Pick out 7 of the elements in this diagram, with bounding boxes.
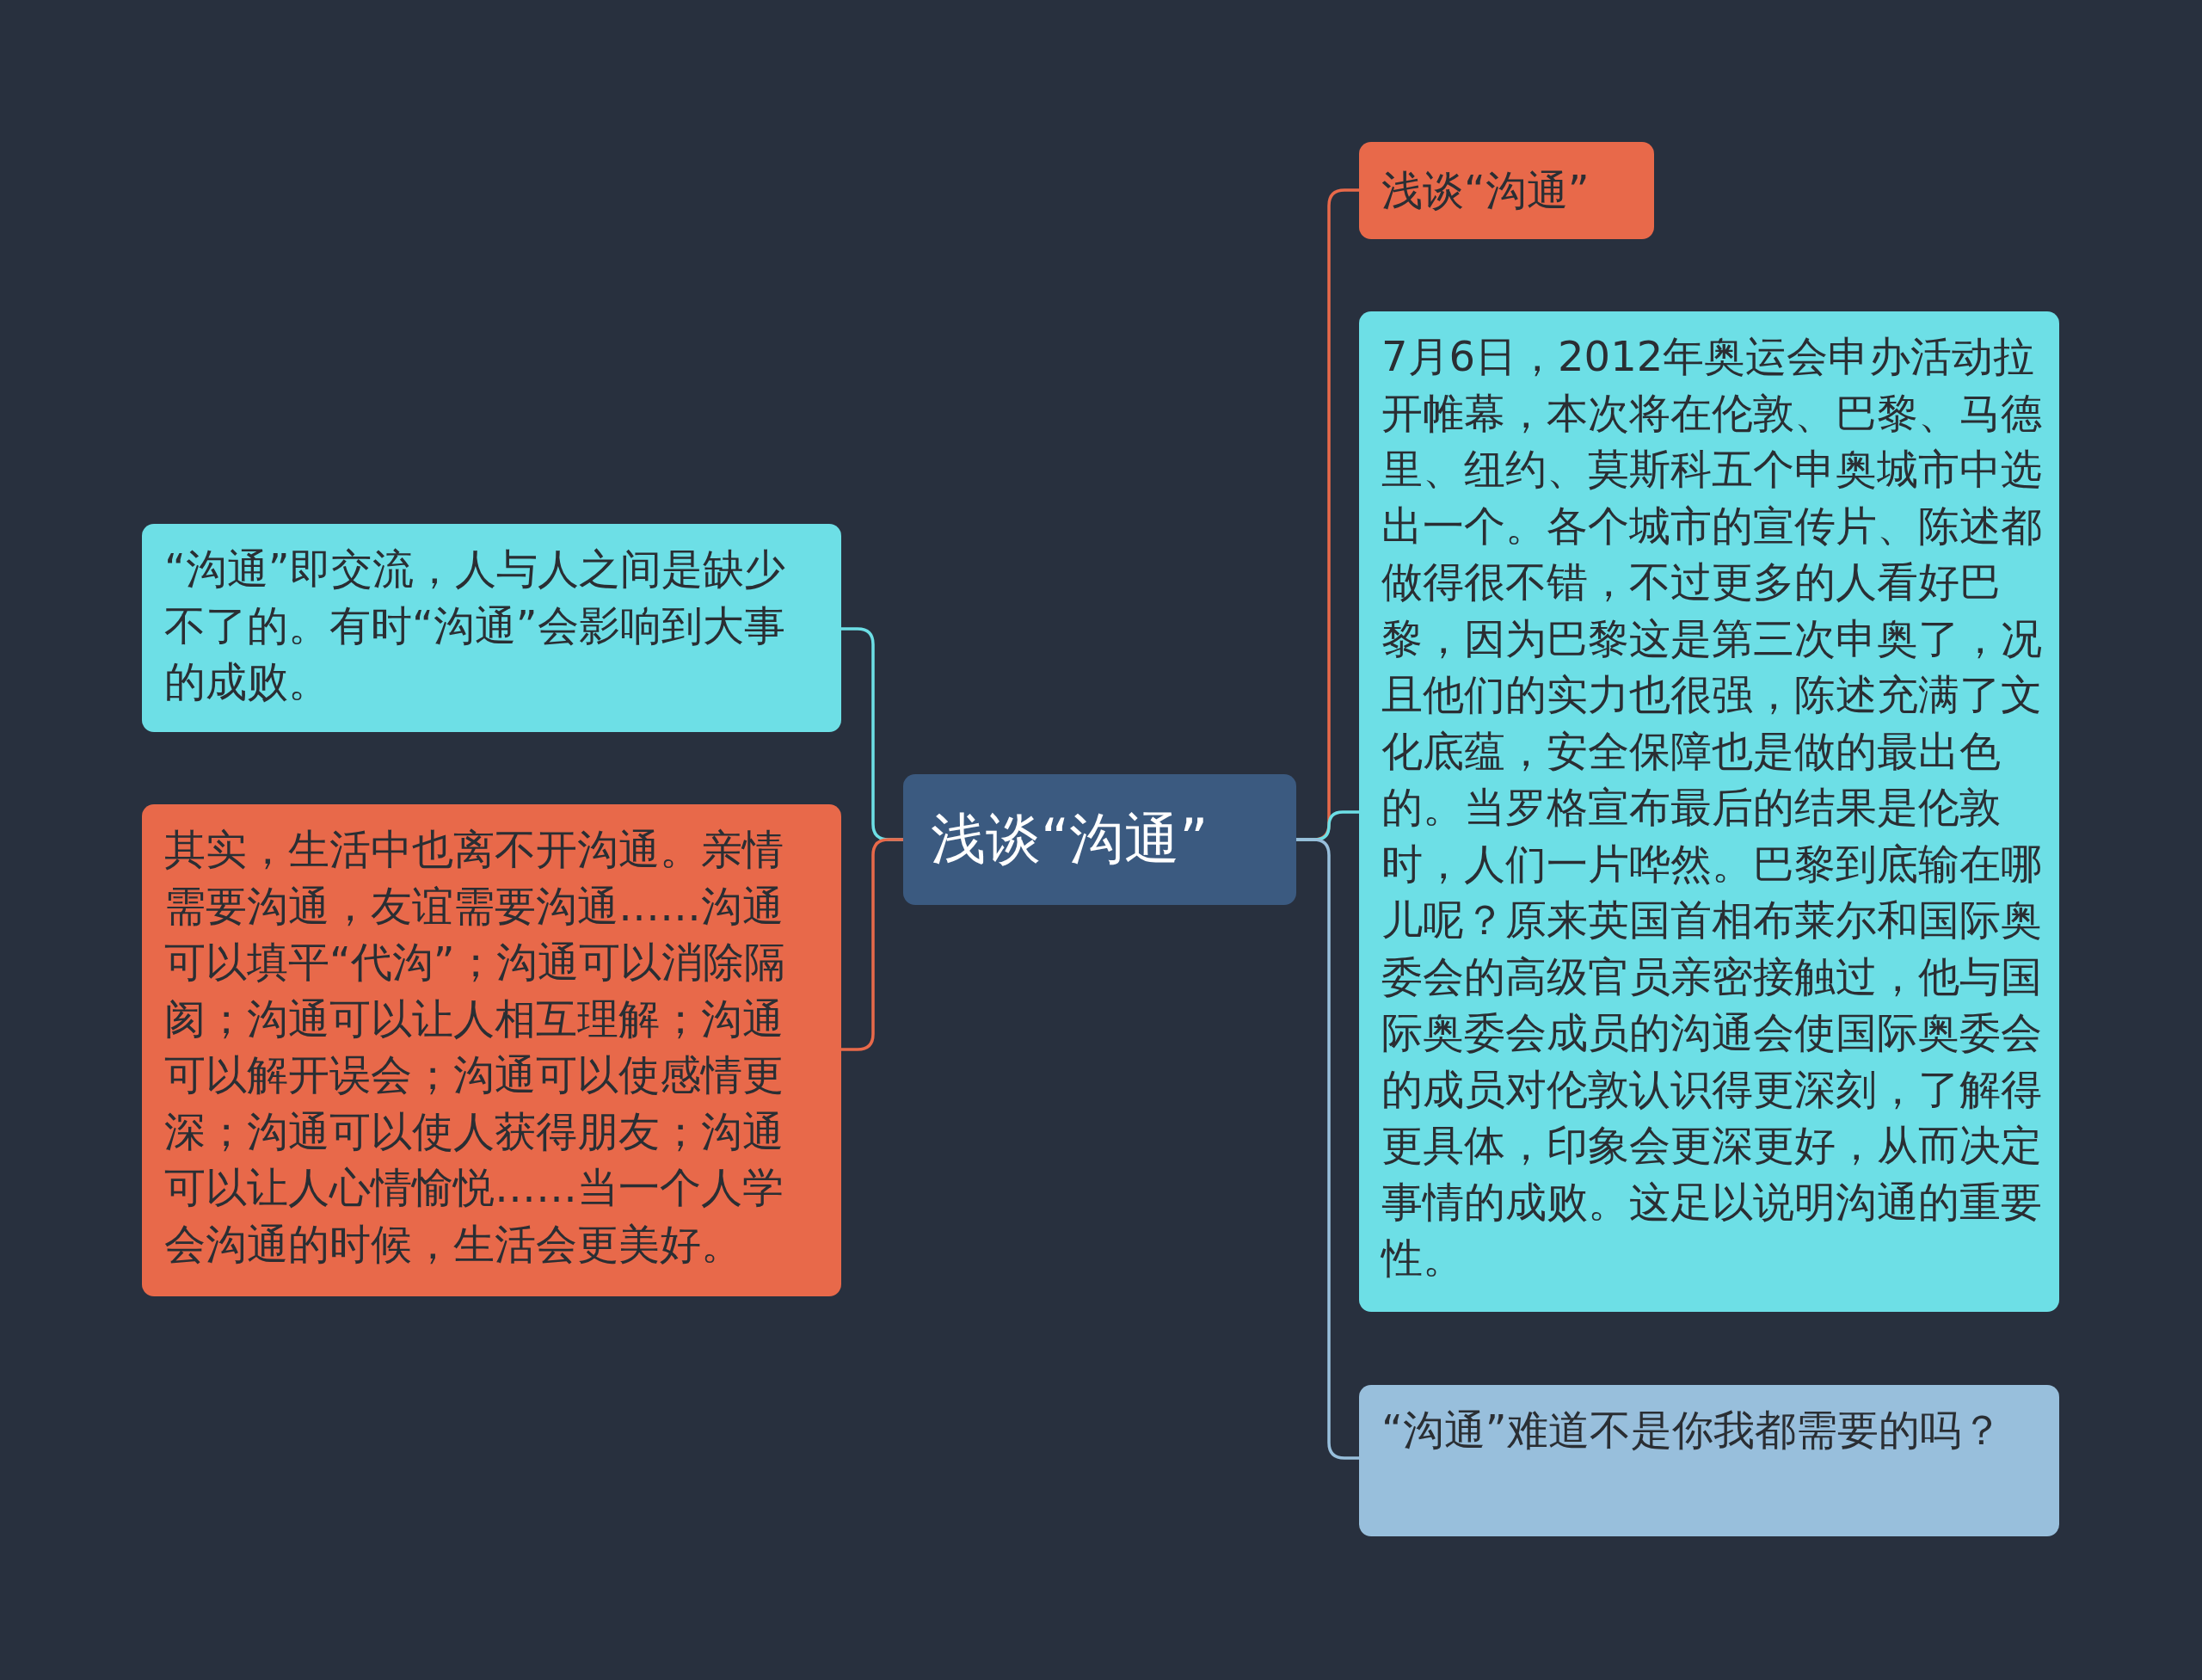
topic-box: 浅谈“沟通” bbox=[1359, 142, 1654, 239]
text-box: 其实，生活中也离不开沟通。亲情需要沟通，友谊需要沟通……沟通可以填平“代沟”；沟通可以消除隔阂；沟通可以让人相互理解；沟通可以解开误会；沟通可以使感情更深；沟通可以使人获得朋友；沟通可以让人心情愉悦……当一个人学会沟通的时候，生活会更美好。 bbox=[142, 804, 841, 1296]
connector-line bbox=[841, 838, 903, 1051]
text-box: 7月6日，2012年奥运会申办活动拉开帷幕，本次将在伦敦、巴黎、马德里、纽约、莫斯科五个申奥城市中选出一个。各个城市的宣传片、陈述都做得很不错，不过更多的人看好巴黎，因为巴黎这是第三次申奥了，况且他们的实力也很强，陈述充满了文化底蕴，安全保障也是做的最出色的。当罗格宣布最后的结果是伦敦时，人们一片哗然。巴黎到底输在哪儿呢？原来英国首相布莱尔和国际奥委会的高级官员亲密接触过，他与国际奥委会成员的沟通会使国际奥委会的成员对伦敦认识得更深刻，了解得更具体，印象会更深更好，从而决定事情的成败。这足以说明沟通的重要性。 bbox=[1359, 311, 2059, 1312]
central-topic-box: 浅谈“沟通” bbox=[903, 774, 1296, 905]
text-box: “沟通”难道不是你我都需要的吗？ bbox=[1359, 1385, 2059, 1536]
text-box: “沟通”即交流，人与人之间是缺少不了的。有时“沟通”会影响到大事的成败。 bbox=[142, 524, 841, 732]
